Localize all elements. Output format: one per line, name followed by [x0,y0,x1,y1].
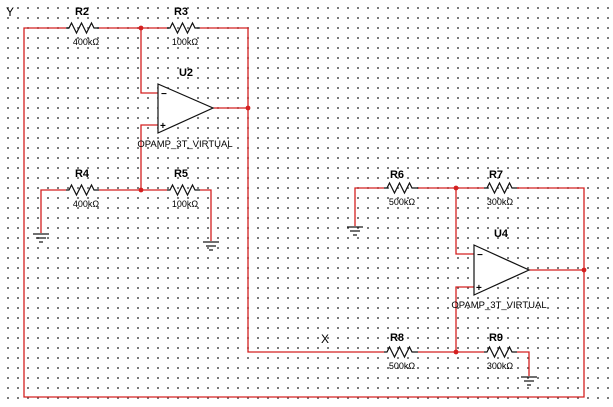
resistor-value: 400kΩ [73,37,100,47]
resistor-r3[interactable]: R3 100kΩ [167,6,200,47]
opamp-noninverting-pin: + [476,283,482,294]
wire-r9-ground [517,351,530,376]
wire-u4-noninv-input [455,286,474,352]
resistor-ref: R5 [174,168,188,180]
wire-u4-inv-input [455,188,474,255]
wire-r5-ground [200,189,212,241]
opamp-type: OPAMP_3T_VIRTUAL [451,300,546,311]
resistor-ref: R8 [390,332,404,344]
resistor-symbol [66,183,99,197]
resistor-ref: R6 [390,169,404,181]
junction-node [581,267,587,273]
resistor-ref: R7 [489,169,503,181]
wire-r7-feedback [517,187,585,270]
resistor-symbol [384,181,418,195]
resistor-r8[interactable]: R8 500kΩ [384,332,418,371]
ground-r5 [203,241,219,251]
ground-r9 [521,376,537,386]
wire-r3-feedback [200,27,249,108]
resistor-symbol [484,181,517,195]
resistor-ref: R9 [489,332,503,344]
opamp-symbol [157,83,215,134]
resistor-symbol [384,345,418,359]
resistor-value: 500kΩ [389,361,416,371]
wire-r4-ground [40,189,66,233]
junctions [138,25,587,355]
opamp-type: OPAMP_3T_VIRTUAL [137,139,232,150]
resistor-r7[interactable]: R7 300kΩ [484,169,517,207]
net-label-y: Y [6,5,14,19]
wire-r6-ground [354,187,384,226]
wire-y-net [23,27,585,398]
resistor-r2[interactable]: R2 400kΩ [66,6,99,47]
resistor-r6[interactable]: R6 500kΩ [384,169,418,207]
opamp-inverting-pin: − [477,250,483,261]
resistor-r5[interactable]: R5 100kΩ [167,168,200,209]
ground-r6 [347,226,363,236]
opamp-symbol [473,244,531,296]
junction-node [453,349,459,355]
ground-r4 [33,233,49,243]
resistor-value: 100kΩ [172,37,199,47]
resistor-symbol [167,21,200,35]
resistor-ref: R2 [75,6,89,18]
resistor-symbol [167,183,200,197]
resistor-value: 300kΩ [487,361,514,371]
resistor-ref: R4 [75,168,90,180]
junction-node [138,25,144,31]
opamp-ref: U2 [179,67,193,79]
junction-node [453,185,459,191]
opamp-inverting-pin: − [161,89,167,100]
junction-node [138,187,144,193]
resistor-r4[interactable]: R4 400kΩ [66,168,99,209]
junction-node [245,105,251,111]
opamp-noninverting-pin: + [160,121,166,132]
opamp-ref: U4 [494,228,509,240]
resistor-value: 500kΩ [389,197,416,207]
resistor-value: 300kΩ [487,197,514,207]
resistor-value: 100kΩ [172,199,199,209]
resistor-value: 400kΩ [73,199,100,209]
wires [23,27,585,398]
resistor-r9[interactable]: R9 300kΩ [484,332,517,371]
resistor-ref: R3 [174,6,188,18]
net-label-x: X [321,332,329,346]
wire-u2-noninv-input [140,124,158,190]
opamp-u4[interactable]: − + U4 OPAMP_3T_VIRTUAL [451,228,546,311]
resistor-symbol [484,345,517,359]
wire-x-net [247,108,384,353]
opamp-u2[interactable]: − + U2 OPAMP_3T_VIRTUAL [137,67,232,150]
wire-u2-inv-input [140,28,158,94]
resistor-symbol [66,21,99,35]
